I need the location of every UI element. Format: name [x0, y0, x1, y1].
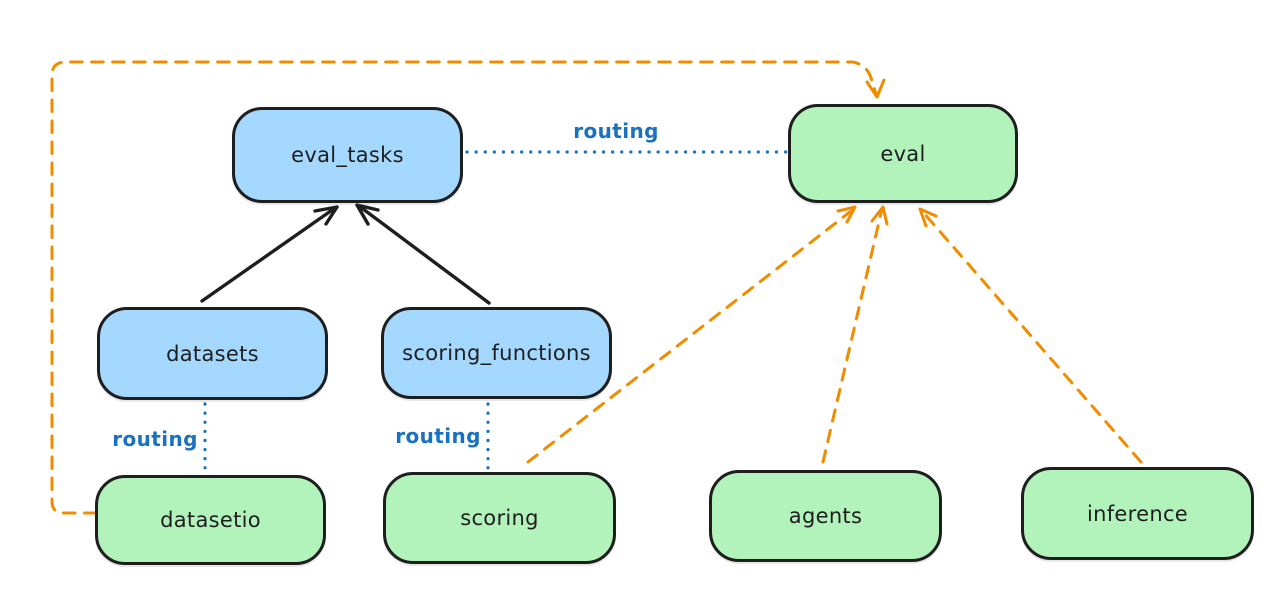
dashed-inference-to-eval — [918, 207, 1143, 464]
edge-line — [920, 209, 1143, 464]
node-eval-label: eval — [880, 141, 926, 166]
edge-line — [200, 206, 337, 303]
dashed-datasetio-to-eval — [50, 60, 886, 515]
node-scoring-label: scoring — [460, 506, 539, 530]
arrowhead-icon — [355, 203, 380, 226]
node-eval-tasks-label: eval_tasks — [291, 143, 404, 167]
dashed-scoring-to-eval — [526, 205, 857, 464]
node-datasetio-label: datasetio — [160, 508, 261, 532]
node-eval: eval — [788, 104, 1018, 203]
edge-line — [357, 204, 491, 305]
node-inference-label: inference — [1086, 501, 1189, 526]
node-inference: inference — [1021, 467, 1254, 560]
arrowhead-icon — [836, 205, 857, 224]
edge-label-routing-scoring: routing — [395, 424, 481, 448]
node-scoring-functions: scoring_functions — [381, 307, 612, 399]
arrow-scoring-functions-to-eval-tasks — [355, 203, 491, 305]
edge-line — [50, 60, 878, 515]
node-eval-tasks: eval_tasks — [232, 107, 463, 203]
edge-label-routing-datasets: routing — [112, 427, 198, 451]
node-datasets: datasets — [97, 307, 328, 400]
node-scoring-functions-label: scoring_functions — [402, 341, 591, 365]
arrowhead-icon — [313, 205, 339, 226]
edge-label-routing-top: routing — [573, 119, 659, 143]
node-agents: agents — [709, 470, 942, 562]
edge-line — [821, 207, 884, 464]
node-datasetio: datasetio — [95, 475, 326, 565]
node-datasets-label: datasets — [166, 341, 259, 366]
node-agents-label: agents — [788, 504, 863, 528]
dashed-agents-to-eval — [821, 205, 889, 464]
node-scoring: scoring — [383, 472, 616, 564]
edge-line — [526, 206, 857, 464]
arrowhead-icon — [870, 205, 889, 226]
arrowhead-icon — [918, 207, 938, 228]
arrowhead-icon — [865, 78, 886, 99]
arrow-datasets-to-eval-tasks — [200, 205, 339, 303]
